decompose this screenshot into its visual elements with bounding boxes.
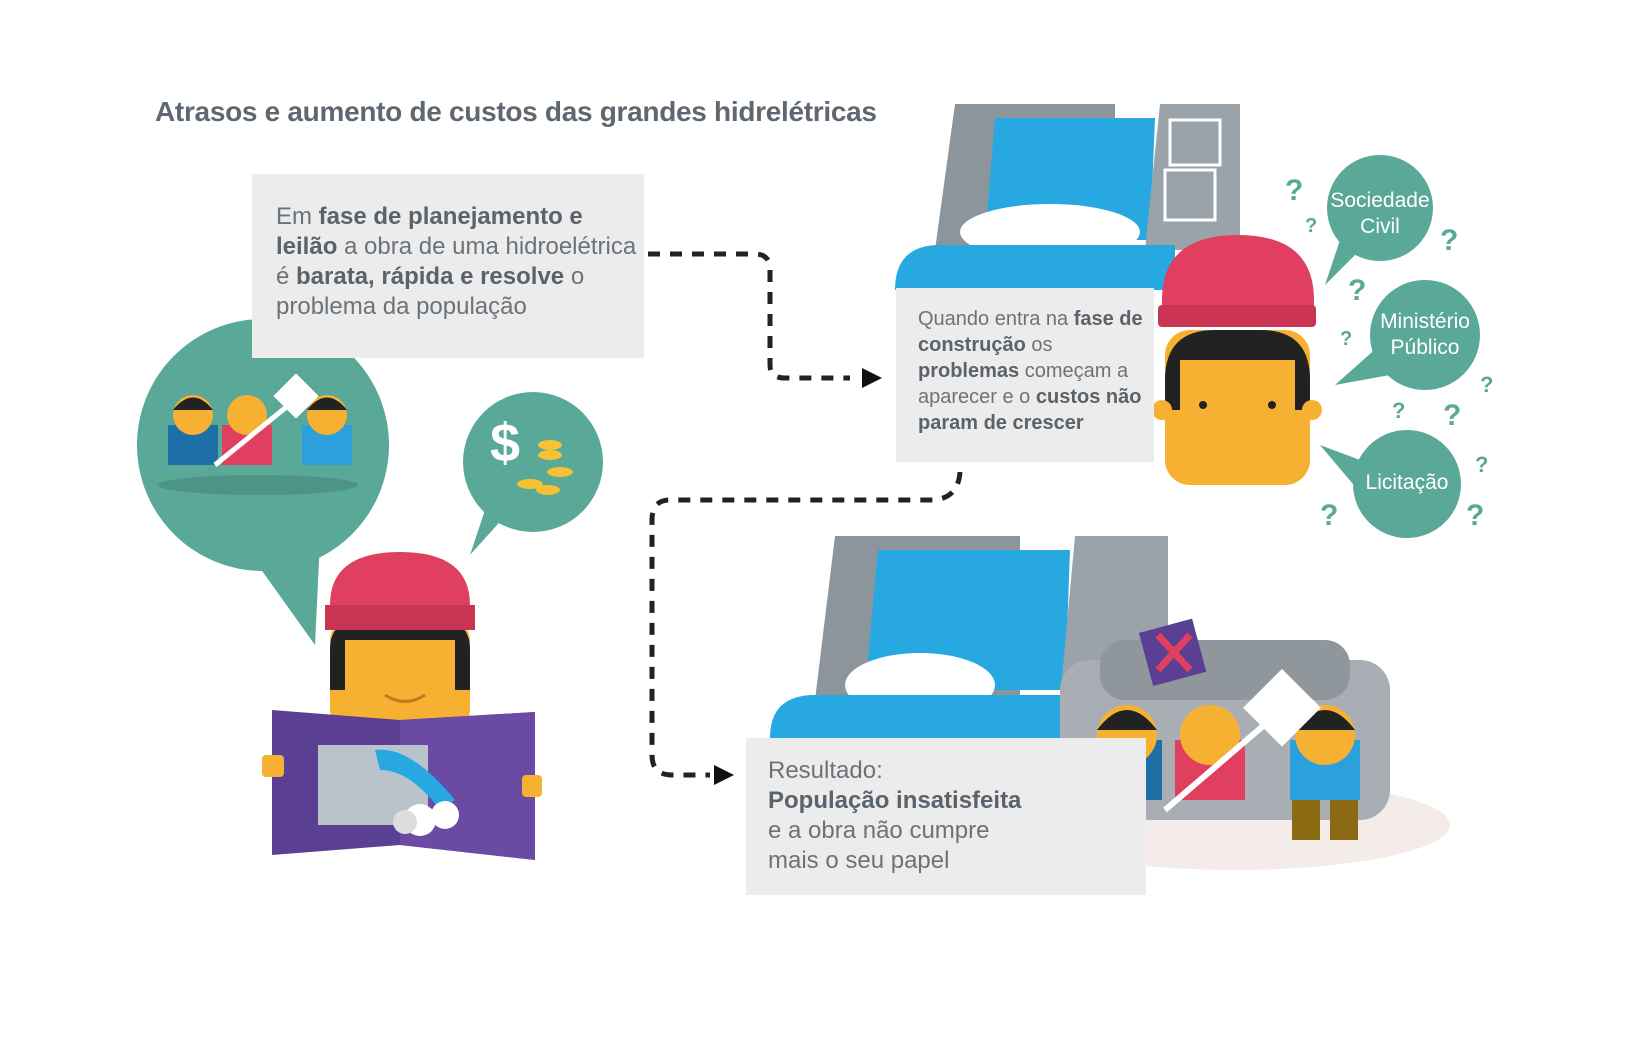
svg-text:?: ? [1475, 452, 1488, 477]
bubble-ministerio-publico: Ministério Público [1380, 310, 1470, 359]
result-text: e a obra não cumpre mais o seu papel [768, 817, 990, 874]
worried-worker [1152, 235, 1322, 485]
text: a obra de uma hidroelétrica é [276, 233, 637, 290]
text-bold: fase de planejamento e leilão [276, 203, 583, 260]
text-bold: problemas [918, 360, 1020, 382]
result-label: Resultado: [768, 757, 883, 784]
svg-text:?: ? [1285, 174, 1303, 207]
result-box: Resultado: População insatisfeita e a ob… [746, 738, 1146, 895]
crowd-speech-bubble [137, 319, 389, 645]
svg-text:?: ? [1443, 399, 1461, 432]
construction-phase-box: Quando entra na fase de construção os pr… [896, 288, 1154, 462]
worker-reading-map [262, 552, 542, 860]
svg-text:?: ? [1320, 499, 1338, 532]
text: Em [276, 203, 319, 230]
happy-people-icon [168, 373, 352, 467]
arrow-head-1 [862, 368, 882, 388]
svg-text:?: ? [1392, 398, 1405, 423]
text-bold: fase de construção [918, 308, 1143, 356]
institution-bubbles [1320, 155, 1480, 538]
svg-text:?: ? [1348, 274, 1366, 307]
result-bold: População insatisfeita [768, 787, 1022, 814]
planning-phase-box: Em fase de planejamento e leilão a obra … [252, 174, 644, 358]
svg-text:?: ? [1480, 372, 1493, 397]
bubble-licitacao: Licitação [1365, 471, 1449, 494]
svg-text:?: ? [1440, 224, 1458, 257]
text-bold: barata, rápida e resolve [296, 263, 565, 290]
puzzle-icon [1163, 118, 1222, 222]
dashed-arrow-2 [649, 471, 963, 778]
dam-construction [895, 104, 1240, 290]
money-speech-bubble [463, 392, 603, 555]
text-bold: custos não param de crescer [918, 386, 1142, 434]
dam-finished [770, 536, 1168, 738]
page-title: Atrasos e aumento de custos das grandes … [155, 96, 877, 127]
svg-text:?: ? [1340, 328, 1352, 350]
text: o problema da população [276, 263, 585, 320]
dollar-icon: $ [490, 413, 521, 473]
text: os [1025, 334, 1053, 356]
text: Quando entra na [918, 308, 1074, 330]
arrow-head-2 [714, 765, 734, 785]
text: começam a aparecer e o [918, 360, 1129, 408]
svg-text:?: ? [1305, 215, 1317, 237]
question-marks: ??? ??? ??? ?? [1285, 174, 1493, 532]
bubble-sociedade-civil: Sociedade Civil [1330, 189, 1430, 238]
coins-icon [517, 440, 573, 495]
svg-text:?: ? [1466, 499, 1484, 532]
dashed-arrow-1 [648, 251, 850, 381]
